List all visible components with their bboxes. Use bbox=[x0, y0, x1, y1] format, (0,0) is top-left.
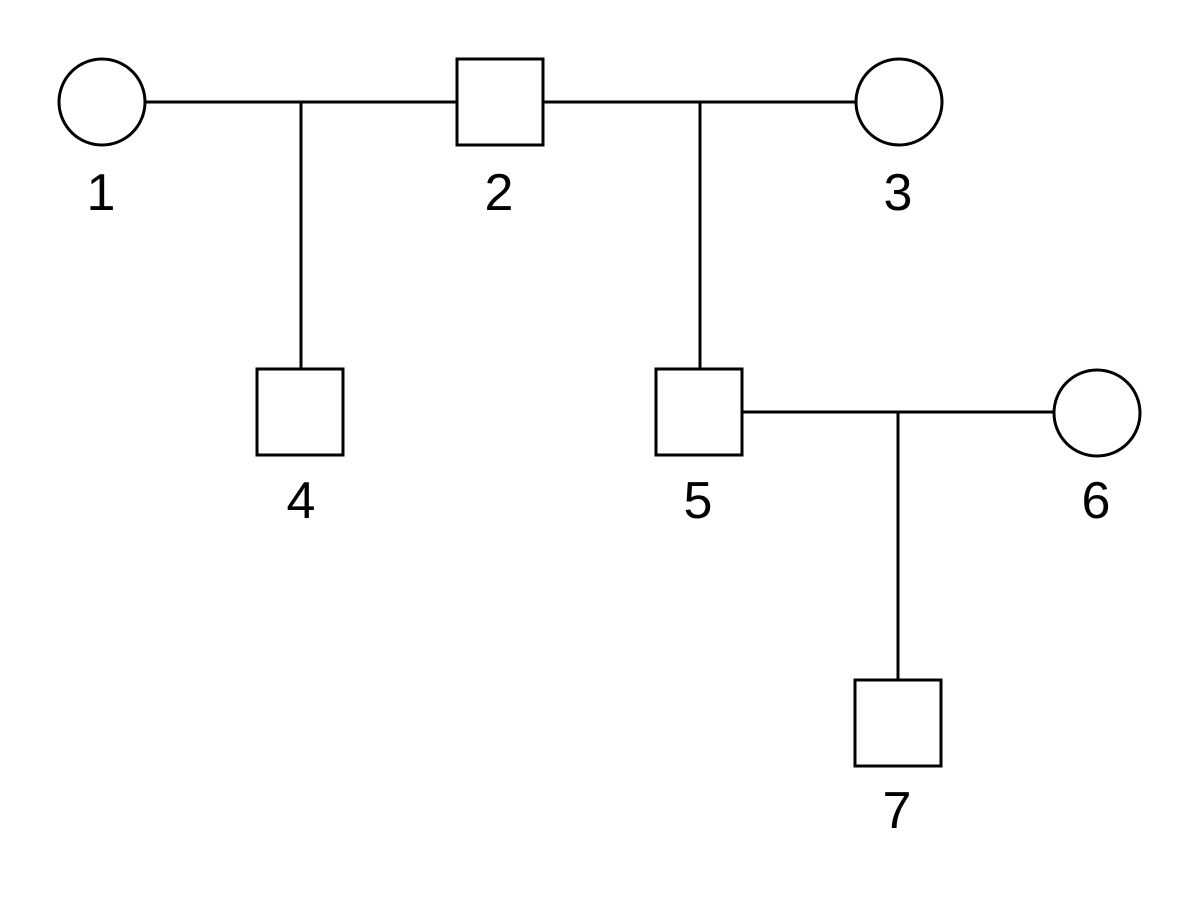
individual-symbols bbox=[57, 57, 1142, 768]
person-5-male-square bbox=[654, 367, 744, 457]
person-4-male-square bbox=[255, 367, 345, 457]
person-1-female-circle bbox=[57, 57, 147, 147]
relationship-lines bbox=[145, 100, 1054, 680]
person-5-label: 5 bbox=[684, 472, 713, 530]
person-2-label: 2 bbox=[485, 164, 514, 222]
person-6-female-circle bbox=[1052, 368, 1142, 458]
person-1-label: 1 bbox=[87, 164, 116, 222]
person-7-label: 7 bbox=[883, 782, 912, 840]
person-3-label: 3 bbox=[884, 164, 913, 222]
person-6-label: 6 bbox=[1082, 472, 1111, 530]
person-7-male-square bbox=[853, 678, 943, 768]
person-2-male-square bbox=[455, 57, 545, 147]
person-4-label: 4 bbox=[287, 472, 316, 530]
person-3-female-circle bbox=[854, 57, 944, 147]
individual-labels: 1 2 3 4 5 6 7 bbox=[87, 164, 1111, 840]
